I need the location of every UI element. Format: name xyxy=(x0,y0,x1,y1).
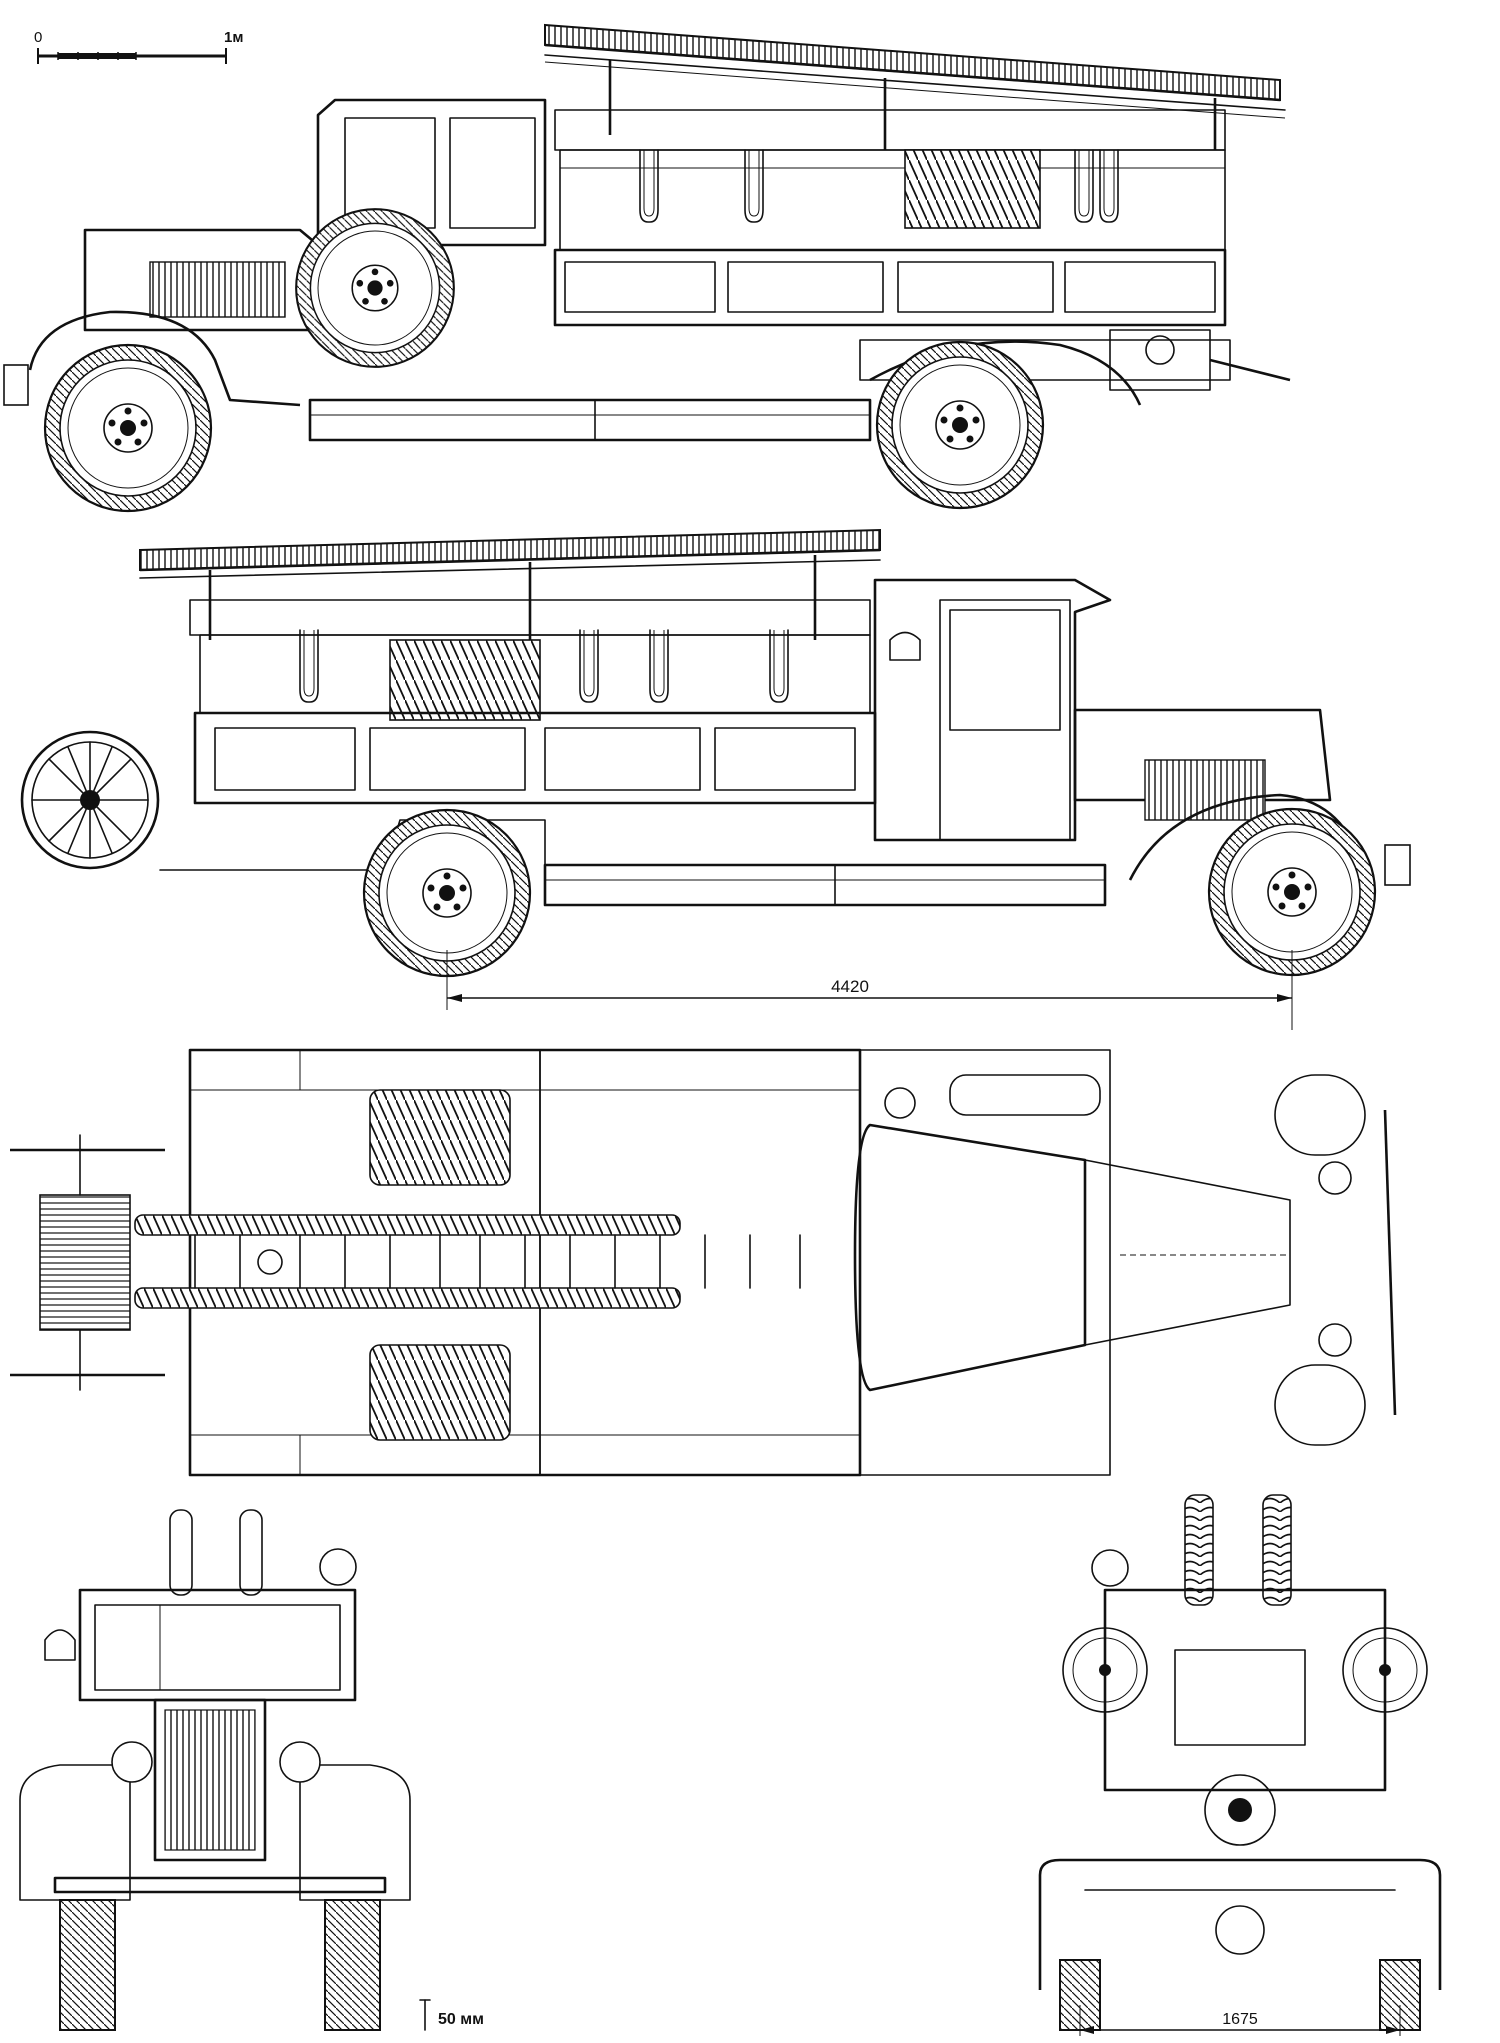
rear-view: 1675 xyxy=(1038,1494,1442,2036)
wheelbase-label: 4420 xyxy=(831,977,869,996)
wheelbase-dimension: 4420 xyxy=(446,950,1293,1030)
roof-ladder-right xyxy=(139,528,881,579)
scale-end-label: 1м xyxy=(224,29,243,46)
side-view-right: 4420 xyxy=(20,528,1411,1030)
rear-wheel-side1 xyxy=(875,340,1045,510)
front-view: 50 мм xyxy=(19,1509,484,2031)
side-view-left xyxy=(3,23,1291,513)
spare-wheel xyxy=(295,208,455,368)
hose-reel-wheel xyxy=(20,730,160,870)
front-wheel-side1 xyxy=(43,343,213,513)
rear-right-hose-reel xyxy=(1342,1627,1428,1713)
track-dimension: 1675 xyxy=(1079,2005,1401,2036)
scale-start-label: 0 xyxy=(34,29,42,46)
rear-left-hose-reel xyxy=(1062,1627,1148,1713)
top-view xyxy=(10,1048,1397,1477)
track-label: 1675 xyxy=(1222,2011,1258,2028)
ground-clearance-label: 50 мм xyxy=(438,2011,484,2028)
scale-bar: 0 1м xyxy=(34,29,243,64)
roof-ladder xyxy=(544,23,1286,119)
top-ladder xyxy=(134,1214,801,1309)
